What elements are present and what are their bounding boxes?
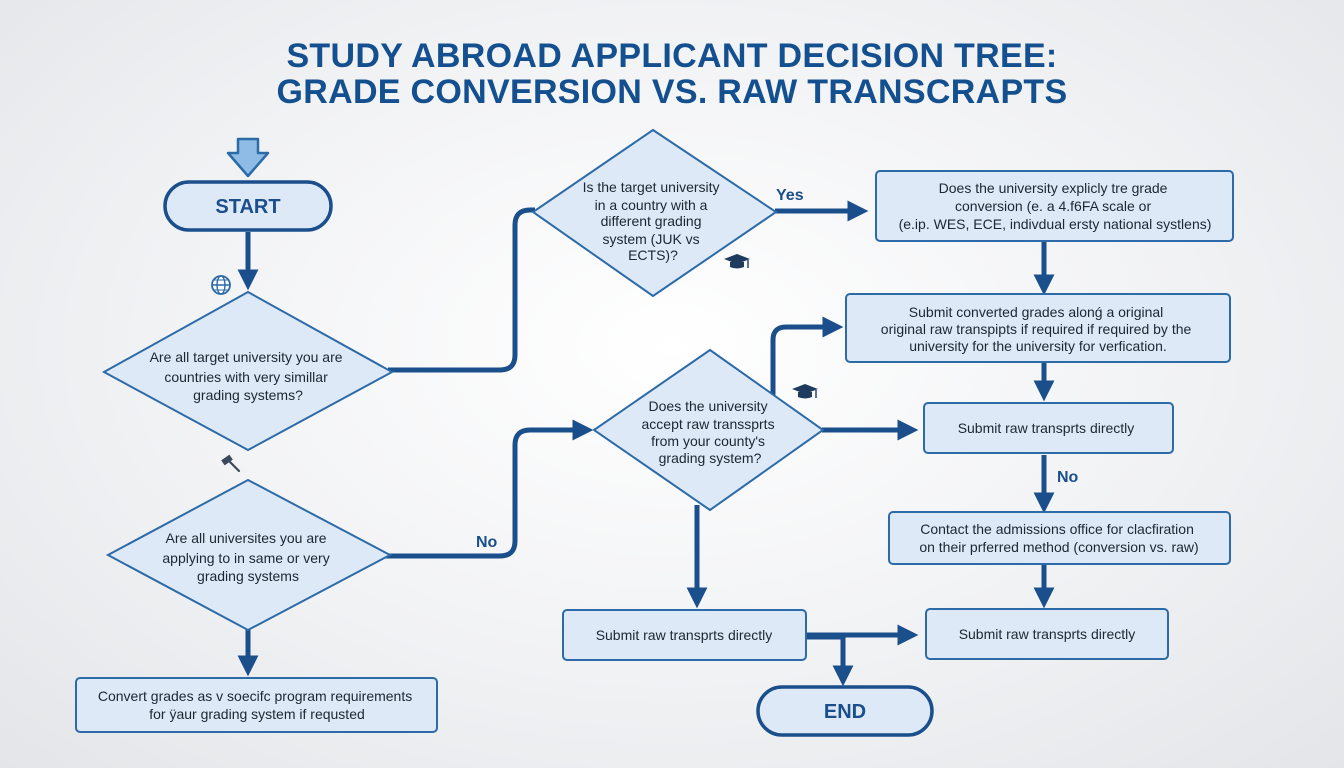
box-convert-grades: Convert grades as v soecifc program requ… [75,677,438,733]
box-raw-center-text: Submit raw transprts directly [596,627,773,643]
decision-q4-line-3: from your county's [651,433,765,449]
decision-q1: Are all target university you are countr… [101,290,395,452]
box-raw-right-upper-text: Submit raw transprts directly [958,420,1135,436]
box-explicit-conversion: Does the university explicly tre grade c… [875,170,1234,242]
box-explicit-conversion-text: Does the university explicly tre grade c… [899,180,1212,232]
box-raw-center: Submit raw transprts directly [562,609,807,661]
down-arrow-icon [226,137,270,178]
decision-q3-line-5: ECTS)? [628,247,678,263]
decision-q4-line-1: Does the university [649,398,768,414]
branch-label-no-right: No [1057,469,1079,486]
decision-q4-text: Does the university accept raw transsprt… [642,398,779,466]
box-submit-converted-line-2: original raw transpipts if required if r… [881,321,1192,337]
decision-q1-line-3: grading systems? [193,387,303,403]
box-raw-right-lower-text: Submit raw transprts directly [959,626,1136,642]
end-node: END [756,685,934,737]
decision-q4-line-4: grading system? [659,450,762,466]
decision-q2-text: Are all universites you are applying to … [162,530,333,584]
box-explicit-line-3: (e.ip. WES, ECE, indivdual ersty nationa… [899,216,1212,232]
box-submit-converted: Submit converted grades alonǵ a origina… [845,293,1231,363]
decision-q2-line-2: applying to in same or very [162,550,329,566]
decision-q4-line-2: accept raw transsprts [642,416,775,432]
graduation-cap-icon [792,384,818,399]
decision-q3-text: Is the target university in a country wi… [583,179,724,263]
decision-q2: Are all universites you are applying to … [105,478,393,632]
box-raw-right-upper: Submit raw transprts directly [923,402,1174,454]
decision-q3: Is the target university in a country wi… [531,128,778,298]
box-contact-line-2: on their prferred method (conversion vs.… [919,539,1198,555]
decision-q2-line-3: grading systems [197,568,299,584]
connector-q2-no-to-q4 [385,419,594,559]
box-submit-converted-line-1: Submit converted grades alonǵ a origina… [909,304,1164,320]
start-label: START [215,196,280,218]
box-contact-text: Contact the admissions office for clacfi… [919,521,1198,555]
box-convert-line-2: for ÿaur grading system if requsted [149,706,365,722]
graduation-cap-icon [724,254,750,269]
box-convert-text: Convert grades as v soecifc program requ… [98,688,416,722]
box-explicit-line-2: conversion (e. a 4.f6FA scale or [955,198,1151,214]
decision-q1-line-2: countries with very simillar [164,369,328,385]
box-submit-converted-line-3: university for the university for verfic… [909,338,1167,354]
box-explicit-line-1: Does the university explicly tre grade [939,180,1168,196]
branch-label-no-left: No [476,534,498,551]
connectors [237,200,1055,687]
connector-to-end [806,634,854,687]
globe-icon [211,275,231,295]
box-convert-line-1: Convert grades as v soecifc program requ… [98,688,412,704]
start-node: START [163,180,333,232]
decision-q4: Does the university accept raw transsprt… [592,348,825,512]
box-submit-converted-text: Submit converted grades alonǵ a origina… [881,304,1195,354]
box-raw-right-lower: Submit raw transprts directly [925,608,1169,660]
page-title-line-1: STUDY ABROAD APPLICANT DECISION TREE: [286,37,1058,75]
box-contact-line-1: Contact the admissions office for clacfi… [920,521,1194,537]
connector-q1-to-q3 [388,207,535,373]
end-label: END [824,701,866,723]
branch-label-yes: Yes [776,187,804,204]
decision-q3-line-1: Is the target university [583,179,720,195]
decision-q1-text: Are all target university you are countr… [150,349,347,403]
decision-q3-line-3: different grading [601,213,702,229]
decision-q2-line-1: Are all universites you are [166,530,327,546]
box-contact-admissions: Contact the admissions office for clacfi… [888,511,1231,565]
gavel-icon [221,454,241,473]
decision-q1-line-1: Are all target university you are [150,349,343,365]
page-title-line-2: GRADE CONVERSION VS. RAW TRANSCRAPTS [276,73,1068,111]
decision-q3-line-2: in a country with a [595,197,708,213]
connector-q4-to-converted [770,316,844,395]
decision-q3-line-4: system (JUK vs [602,231,699,247]
